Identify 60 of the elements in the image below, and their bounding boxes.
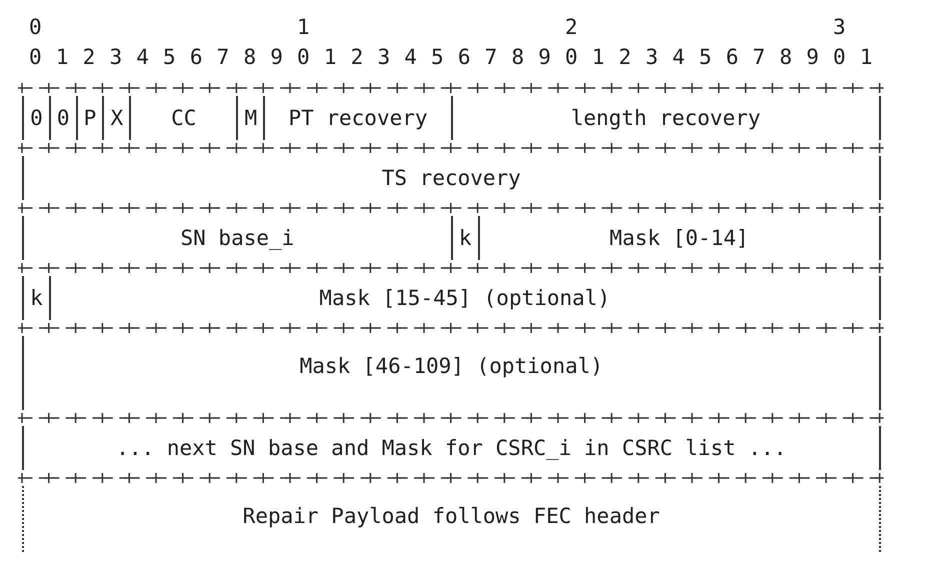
bit-index-number: 3 xyxy=(832,14,847,41)
bit-index-number: 3 xyxy=(108,44,124,71)
bit-index-number: 0 xyxy=(564,44,579,71)
bit-field xyxy=(22,336,881,410)
field-label: Mask [46-109] (optional) xyxy=(300,353,604,380)
bit-index-number: 2 xyxy=(350,44,364,71)
field-label: ... next SN base and Mask for CSRC_i in CSRC list ... xyxy=(116,435,786,462)
field-label: M xyxy=(244,105,258,132)
bit-index-number: 1 xyxy=(296,14,311,41)
field-label: Repair Payload follows FEC header xyxy=(242,503,660,530)
bit-index-number: 7 xyxy=(752,44,766,71)
bit-index-number: 4 xyxy=(135,44,150,71)
field-label: X xyxy=(110,105,124,132)
bit-index-number: 1 xyxy=(54,44,70,71)
bit-index-number: 3 xyxy=(644,44,660,71)
bit-index-number: 7 xyxy=(484,44,498,71)
bit-index-number: 3 xyxy=(376,44,392,71)
bit-index-number: 4 xyxy=(671,44,686,71)
field-label: PT recovery xyxy=(288,105,428,132)
bit-index-number: 8 xyxy=(510,44,526,71)
field-label: CC xyxy=(171,105,196,132)
field-label: SN base_i xyxy=(180,225,294,252)
field-label: Mask [15-45] (optional) xyxy=(319,285,610,312)
bit-index-number: 1 xyxy=(322,44,338,71)
bit-index-number: 0 xyxy=(296,44,311,71)
bit-index-number: 0 xyxy=(28,44,43,71)
field-label: length recovery xyxy=(570,105,761,132)
bit-index-number: 6 xyxy=(456,44,472,71)
bit-field xyxy=(450,96,881,140)
bit-index-number: 2 xyxy=(82,44,96,71)
field-label: k xyxy=(458,225,472,252)
bit-index-number: 2 xyxy=(564,14,579,41)
bit-field xyxy=(48,276,881,320)
bit-index-number: 5 xyxy=(698,44,713,71)
bit-index-number: 8 xyxy=(242,44,258,71)
bit-index-number: 7 xyxy=(216,44,230,71)
field-label: 0 xyxy=(30,105,43,132)
bit-index-number: 6 xyxy=(188,44,204,71)
bit-index-number: 0 xyxy=(28,14,43,41)
bit-index-number: 9 xyxy=(537,44,552,71)
bit-field xyxy=(478,216,881,260)
bit-index-number: 0 xyxy=(832,44,847,71)
bit-index-number: 6 xyxy=(724,44,740,71)
field-label: 0 xyxy=(56,105,70,132)
bit-index-number: 9 xyxy=(269,44,284,71)
bit-index-number: 8 xyxy=(778,44,794,71)
bit-field xyxy=(22,486,881,552)
bit-index-number: 9 xyxy=(805,44,820,71)
bit-index-number: 5 xyxy=(162,44,177,71)
field-label: k xyxy=(30,285,43,312)
bit-index-number: 1 xyxy=(590,44,606,71)
bit-index-number: 5 xyxy=(430,44,445,71)
field-label: Mask [0-14] xyxy=(610,225,749,252)
bit-field xyxy=(22,156,881,200)
field-label: TS recovery xyxy=(382,165,521,192)
field-label: P xyxy=(84,105,96,132)
bit-index-number: 4 xyxy=(403,44,418,71)
bit-index-number: 1 xyxy=(858,44,874,71)
bit-field xyxy=(22,426,881,470)
bit-index-number: 2 xyxy=(618,44,632,71)
